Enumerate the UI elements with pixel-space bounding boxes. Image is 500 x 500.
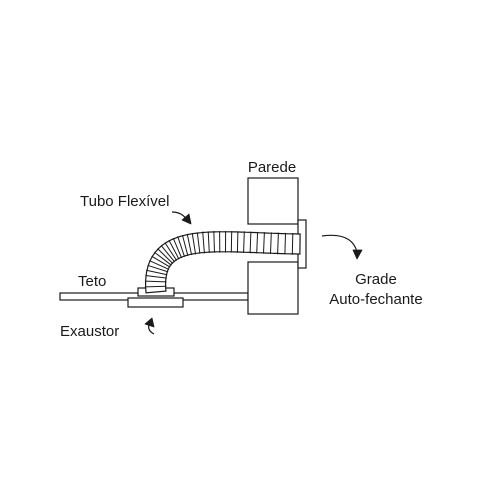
grille-label-line1: Grade: [355, 271, 397, 288]
duct-corrugation-rib: [172, 237, 183, 259]
duct-corrugation-rib: [213, 231, 215, 253]
wall-lower-block: [247, 261, 299, 315]
duct-corrugation-rib: [144, 280, 167, 283]
ceiling-label: Teto: [78, 273, 106, 290]
grille-pointer-arrowhead: [352, 249, 363, 260]
duct-corrugation-rib: [270, 232, 272, 255]
duct-corrugation-rib: [236, 231, 239, 253]
duct-corrugation-rib: [181, 234, 189, 257]
duct-corrugation-rib: [256, 231, 259, 254]
duct-corrugation-rib: [164, 242, 178, 261]
wall-upper-block: [247, 177, 299, 225]
flexible-duct: [144, 230, 301, 294]
duct-corrugation-rib: [196, 232, 201, 254]
duct-corrugation-rib: [145, 275, 167, 279]
exhaust-pointer-arrowhead: [144, 317, 155, 328]
duct-corrugation-rib: [277, 232, 279, 255]
duct-corrugation-rib: [157, 248, 174, 264]
flex-duct-pointer-arrowhead: [181, 213, 192, 225]
duct-corrugation-rib: [146, 269, 168, 276]
duct-corrugation-rib: [151, 255, 171, 268]
duct-corrugation-rib: [149, 260, 170, 270]
duct-corrugation-rib: [284, 232, 286, 255]
exhaust-fan-flange: [127, 297, 184, 308]
duct-corrugation-rib: [243, 231, 245, 254]
duct-corrugation-rib: [191, 232, 197, 255]
duct-corrugation-rib: [202, 231, 205, 254]
duct-corrugation-rib: [153, 251, 172, 266]
duct-corrugation-rib: [144, 285, 167, 288]
duct-corrugation-rib: [186, 233, 193, 256]
flex-duct-label: Tubo Flexível: [80, 193, 169, 210]
grille-pointer-arrow: [321, 234, 358, 253]
duct-corrugation-rib: [291, 233, 294, 255]
duct-corrugation-rib: [147, 264, 169, 273]
duct-corrugation-rib: [168, 239, 180, 260]
duct-corrugation-rib: [160, 244, 176, 263]
wall-label: Parede: [248, 159, 296, 176]
duct-corrugation-rib: [207, 231, 210, 253]
duct-corrugation-rib: [177, 236, 186, 258]
grille-label-line2: Auto-fechante: [329, 291, 422, 308]
duct-corrugation-rib: [249, 231, 252, 254]
duct-corrugation-rib: [263, 232, 265, 254]
exhaust-fan-label: Exaustor: [60, 323, 119, 340]
